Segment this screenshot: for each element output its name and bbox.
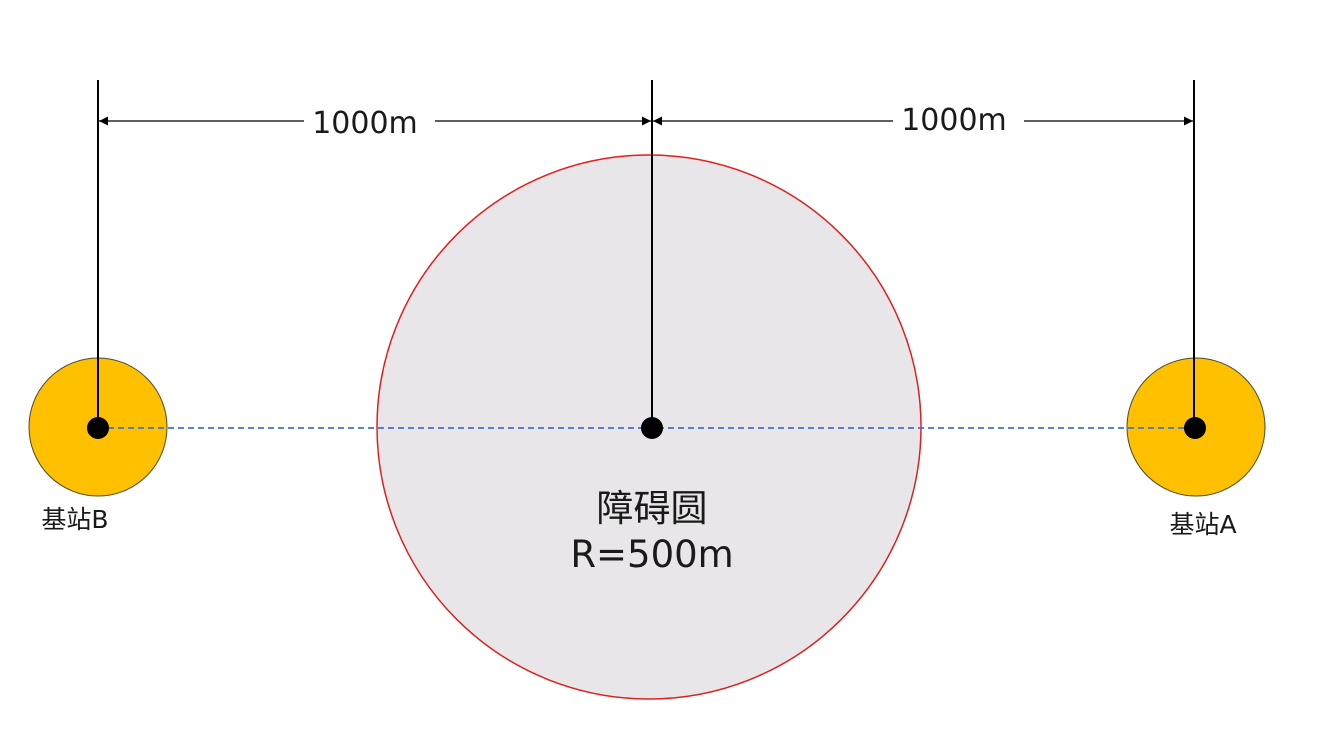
obstacle-radius-label: R=500m <box>570 533 733 576</box>
obstacle-title: 障碍圆 <box>597 487 708 530</box>
dimension-right-label: 1000m <box>901 103 1007 138</box>
station-b-center-dot <box>87 417 109 439</box>
station-a-center-dot <box>1184 417 1206 439</box>
station-b-label: 基站B <box>41 505 108 534</box>
dimension-left-label: 1000m <box>312 106 418 141</box>
station-a-label: 基站A <box>1169 510 1236 539</box>
obstacle-center-dot <box>641 417 663 439</box>
